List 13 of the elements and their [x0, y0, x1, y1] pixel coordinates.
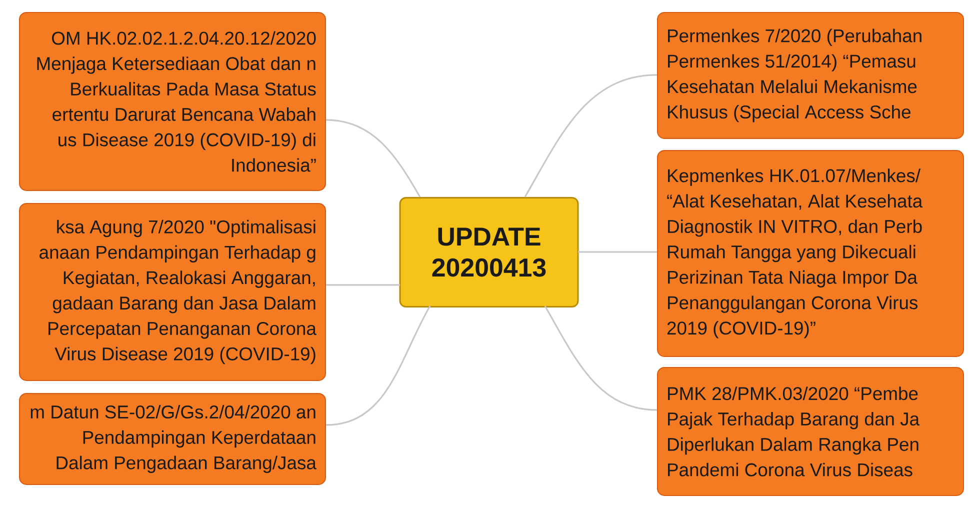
note-box: Permenkes 7/2020 (Perubahan Permenkes 51/2014) “Pemasu Kesehatan Melalui Mekanisme Khusus (Special Access Sche: [657, 12, 964, 139]
note-box: Kepmenkes HK.01.07/Menkes/ “Alat Kesehatan, Alat Kesehata Diagnostik IN VITRO, dan Perb Rumah Tangga yang Dikecuali Perizinan Tata Niaga Impor Da Penanggulangan Corona Virus 2019 (COVID-19)”: [657, 150, 964, 357]
connector-line: [326, 284, 400, 286]
connector-line: [544, 306, 658, 411]
connector-line: [326, 119, 421, 198]
note-box: OM HK.02.02.1.2.04.20.12/2020 Menjaga Ketersediaan Obat dan n Berkualitas Pada Masa Status ertentu Darurat Bencana Wabah us Disease 2019 (COVID-19) di Indonesia”: [19, 12, 326, 191]
topic-box: UPDATE 20200413: [399, 196, 579, 308]
note-box: m Datun SE-02/G/Gs.2/04/2020 an Pendampingan Keperdataan Dalam Pengadaan Barang/Jasa: [19, 392, 326, 485]
connector-line: [326, 306, 431, 426]
connector-line: [578, 251, 657, 253]
note-box: PMK 28/PMK.03/2020 “Pembe Pajak Terhadap Barang dan Ja Diperlukan Dalam Rangka Pen Pandemi Corona Virus Diseas: [657, 366, 964, 496]
connector-line: [524, 74, 658, 198]
note-box: ksa Agung 7/2020 "Optimalisasi anaan Pendampingan Terhadap g Kegiatan, Realokasi Anggaran, gadaan Barang dan Jasa Dalam Percepatan Penanganan Corona Virus Disease 2019 (COVID-19): [19, 202, 326, 381]
